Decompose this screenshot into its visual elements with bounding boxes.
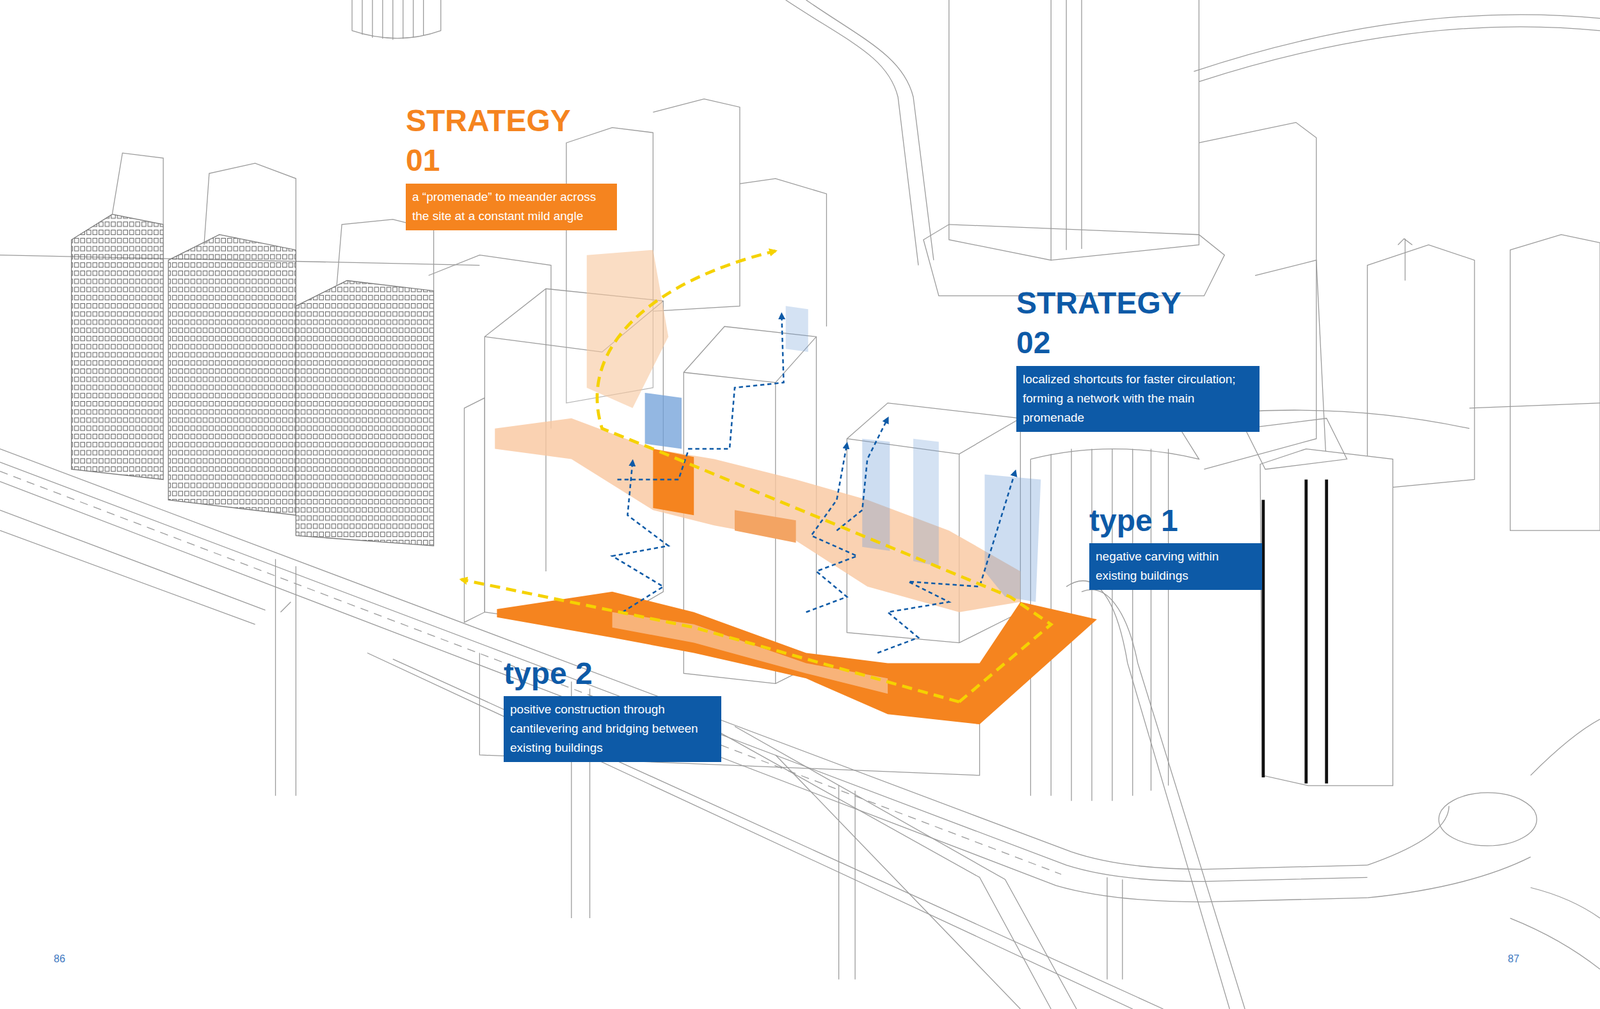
linework-path <box>739 178 827 327</box>
linework-path <box>367 653 1164 1009</box>
linework-path <box>275 559 296 797</box>
linework-path <box>612 461 669 613</box>
linework-path <box>785 305 809 352</box>
linework-path <box>1198 26 1600 82</box>
linework-path <box>775 755 1021 1009</box>
linework-path <box>1260 449 1393 786</box>
linework-path <box>295 280 434 546</box>
linework-path <box>1510 234 1600 531</box>
promenade <box>494 250 1097 725</box>
linework-path <box>714 726 1077 1009</box>
linework-path <box>464 398 485 623</box>
shortcut-arrows <box>612 314 1016 653</box>
linework-path <box>362 0 424 40</box>
linework-path <box>1066 581 1230 1009</box>
strategy-callout: STRATEGY 02localized shortcuts for faste… <box>1016 283 1260 432</box>
page-number: 87 <box>1507 953 1520 966</box>
linework-path <box>494 418 1021 613</box>
linework-path <box>1469 403 1600 409</box>
type-callout: type 1negative carving within existing b… <box>1089 502 1263 591</box>
linework-path <box>0 510 266 625</box>
callout-text: negative carving within existing buildin… <box>1089 543 1263 591</box>
linework-path <box>1193 14 1600 72</box>
linework-path <box>1510 887 1600 970</box>
striped-tower-mullions <box>1263 479 1327 784</box>
linework-path <box>877 471 1016 654</box>
linework-path <box>839 785 856 980</box>
callout-heading: type 1 <box>1089 502 1263 540</box>
linework-path <box>734 510 797 543</box>
callout-heading: STRATEGY 02 <box>1016 283 1190 364</box>
linework-path <box>1066 0 1082 251</box>
linework-path <box>204 163 296 251</box>
linework-path <box>71 214 164 480</box>
callout-text: a “promenade” to meander across the site… <box>405 183 617 231</box>
linework-path <box>862 439 890 552</box>
strategy-callout: STRATEGY 01a “promenade” to meander acro… <box>405 101 617 231</box>
callout-heading: STRATEGY 01 <box>405 101 579 182</box>
linework-path <box>785 0 919 266</box>
callout-heading: type 2 <box>503 655 722 693</box>
linework-path <box>652 449 694 516</box>
linework-path <box>806 444 858 613</box>
linework-path <box>1530 719 1600 776</box>
linework-path <box>617 314 784 480</box>
linework-path <box>923 224 1225 297</box>
callout-text: localized shortcuts for faster circulati… <box>1016 366 1260 432</box>
linework-path <box>645 392 682 450</box>
linework-path <box>984 474 1042 602</box>
linework-path <box>1367 245 1474 491</box>
linework-path <box>1081 590 1245 1009</box>
linework-path <box>913 439 939 567</box>
linework-path <box>168 234 296 516</box>
linework-ellipse <box>1438 792 1537 847</box>
shortcut-volumes <box>645 305 1042 602</box>
linework-path <box>836 418 888 531</box>
linework-path <box>612 612 888 695</box>
linework-path <box>1397 238 1412 281</box>
linework-path <box>949 0 1051 261</box>
linework-path <box>1255 260 1327 470</box>
promenade-route <box>597 250 1051 703</box>
linework-path <box>1367 806 1531 899</box>
linework-path <box>1050 0 1199 261</box>
linework-path <box>1107 877 1123 980</box>
linework-path <box>1244 418 1347 470</box>
page-number: 86 <box>53 953 66 966</box>
promenade-route <box>461 579 960 703</box>
residential-blocks <box>71 152 434 546</box>
linework-path <box>112 152 164 225</box>
type-callout: type 2positive construction through cant… <box>503 655 722 763</box>
linework-path <box>352 0 441 39</box>
linework-path <box>1263 479 1327 784</box>
callout-text: positive construction through cantilever… <box>503 696 722 763</box>
linework-path <box>806 0 934 261</box>
